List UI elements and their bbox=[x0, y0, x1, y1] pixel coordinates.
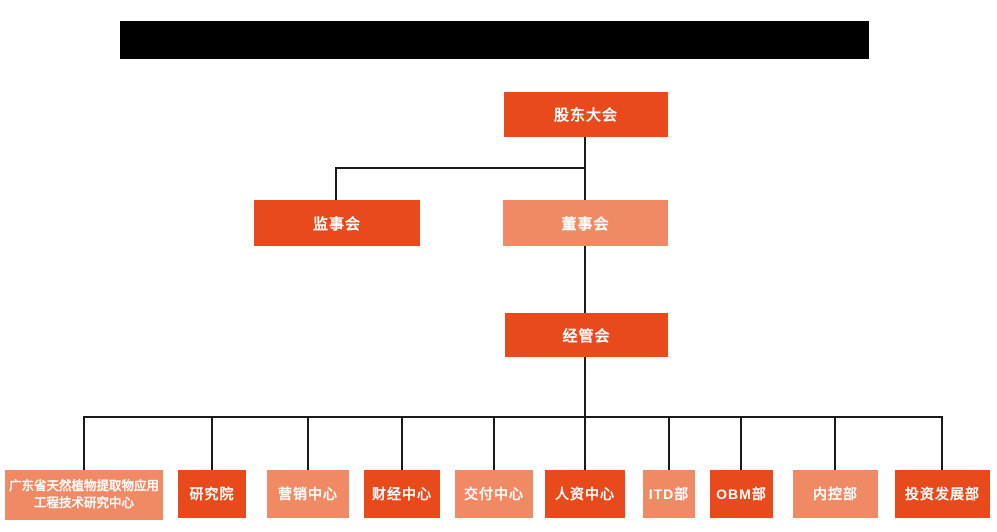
redacted-title-bar bbox=[120, 21, 869, 59]
connector-drop-investment-development-dept bbox=[941, 416, 943, 470]
connector-drop-hr-center bbox=[584, 416, 586, 470]
connector-management-down bbox=[584, 356, 586, 418]
connector-drop-marketing-center bbox=[307, 416, 309, 470]
node-dept-research-institute: 研究院 bbox=[178, 470, 246, 518]
node-dept-marketing-center: 营销中心 bbox=[267, 470, 349, 518]
node-dept-itd: ITD部 bbox=[643, 470, 695, 518]
connector-supervisory-drop bbox=[335, 167, 337, 200]
node-management-committee: 经管会 bbox=[505, 313, 668, 357]
connector-drop-finance-center bbox=[401, 416, 403, 470]
node-board-of-directors: 董事会 bbox=[503, 200, 668, 246]
node-supervisory-board: 监事会 bbox=[254, 200, 420, 246]
connector-drop-research-center bbox=[83, 416, 85, 470]
node-shareholders-meeting: 股东大会 bbox=[504, 92, 668, 137]
node-dept-finance-center: 财经中心 bbox=[364, 470, 440, 518]
connector-drop-delivery-center bbox=[493, 416, 495, 470]
connector-departments-horizontal bbox=[83, 416, 943, 418]
node-dept-internal-control: 内控部 bbox=[793, 470, 878, 518]
connector-level2-horizontal bbox=[335, 167, 586, 169]
connector-drop-internal-control-dept bbox=[834, 416, 836, 470]
node-dept-obm: OBM部 bbox=[710, 470, 773, 518]
connector-drop-itd-dept bbox=[668, 416, 670, 470]
node-dept-hr-center: 人资中心 bbox=[545, 470, 625, 518]
node-dept-delivery-center: 交付中心 bbox=[455, 470, 533, 518]
node-dept-research-center: 广东省天然植物提取物应用工程技术研究中心 bbox=[5, 470, 163, 520]
connector-drop-obm-dept bbox=[740, 416, 742, 470]
connector-board-to-management bbox=[584, 246, 586, 313]
node-dept-investment-development: 投资发展部 bbox=[895, 470, 990, 518]
connector-drop-research-institute bbox=[211, 416, 213, 470]
